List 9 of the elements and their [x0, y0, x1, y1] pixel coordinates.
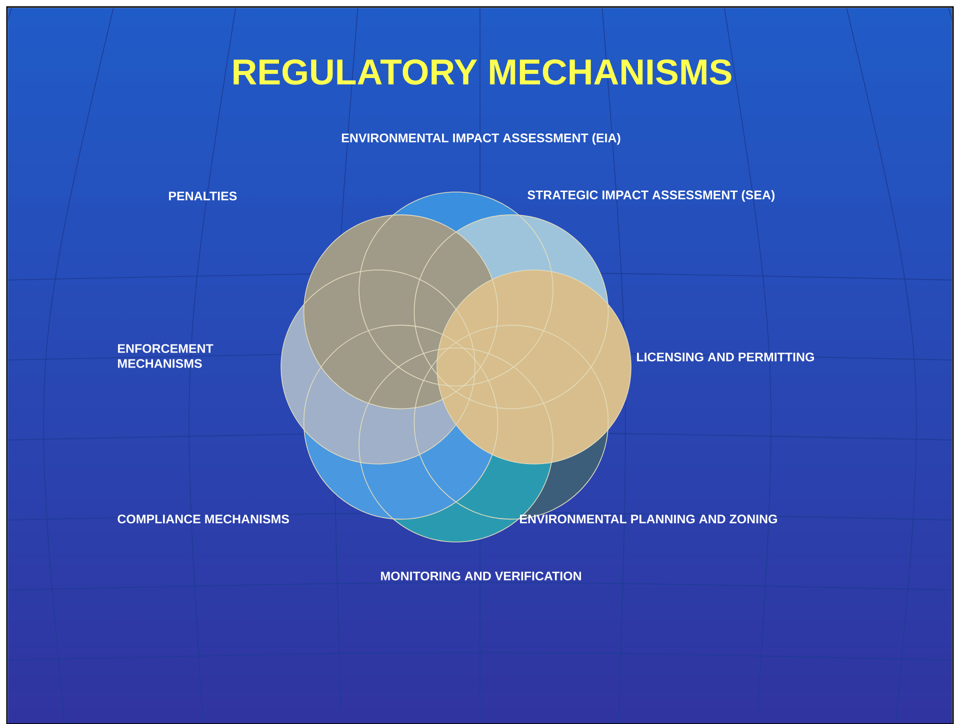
title: REGULATORY MECHANISMS [234, 59, 732, 85]
mechanism-label: MONITORING AND VERIFICATION [381, 572, 581, 580]
mechanism-label: ENVIRONMENTAL PLANNING AND ZONING [520, 514, 777, 524]
mechanism-label: ENFORCEMENT MECHANISMS [118, 344, 214, 368]
mechanism-label: ENVIRONMENTAL IMPACT ASSESSMENT (EIA) [342, 133, 620, 145]
mechanism-label: LICENSING AND PERMITTING [637, 352, 814, 362]
mechanism-label: STRATEGIC IMPACT ASSESSMENT (SEA) [528, 190, 774, 202]
mechanism-label: COMPLIANCE MECHANISMS [118, 514, 289, 524]
mechanism-label: PENALTIES [169, 192, 237, 200]
